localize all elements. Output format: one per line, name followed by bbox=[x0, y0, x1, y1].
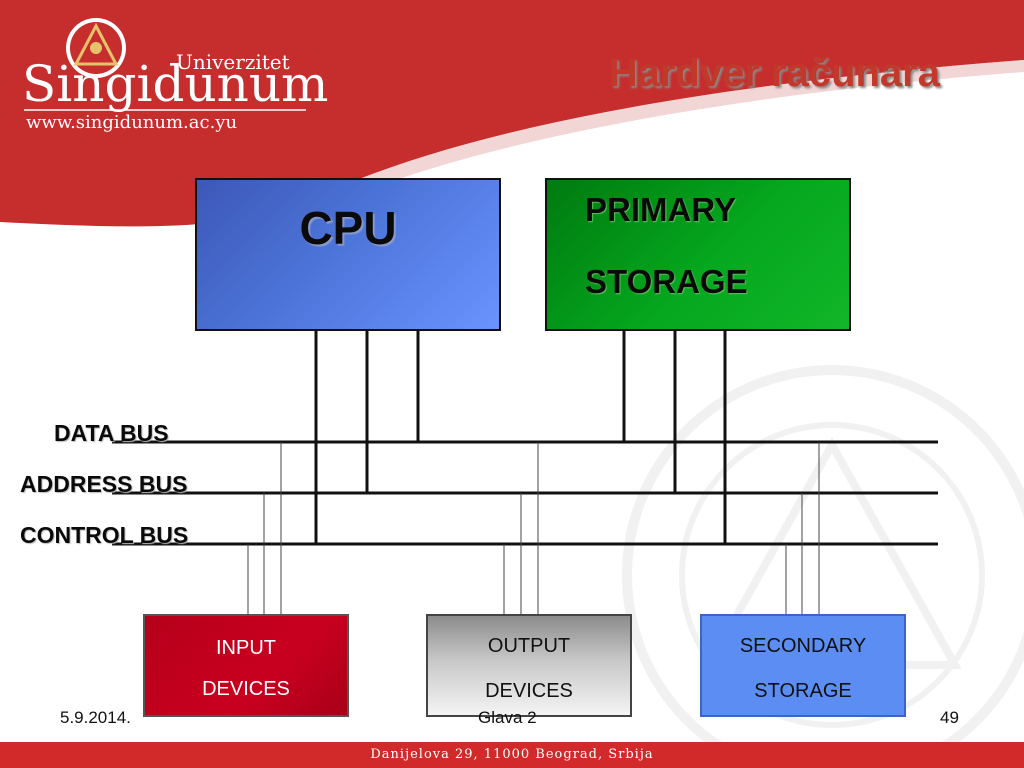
control-bus-label: CONTROL BUS bbox=[20, 522, 189, 548]
logo-university-text: Univerzitet bbox=[176, 50, 290, 74]
secondary-storage-box: SECONDARY STORAGE bbox=[700, 614, 906, 717]
cpu-box: CPU bbox=[195, 178, 501, 331]
primary-storage-label-line1: PRIMARY bbox=[585, 191, 736, 228]
primary-storage-label-line2: STORAGE bbox=[585, 263, 748, 300]
slide-title: Hardver računara bbox=[608, 51, 940, 95]
output-devices-label-line1: OUTPUT bbox=[487, 635, 571, 657]
secondary-storage-label-line1: SECONDARY bbox=[739, 635, 867, 657]
bottom-bar bbox=[0, 742, 1024, 768]
logo-url: www.singidunum.ac.yu bbox=[26, 112, 238, 133]
address-bus-label: ADDRESS BUS bbox=[20, 471, 188, 497]
logo-wordmark: Singidunum bbox=[22, 55, 329, 113]
cpu-label: CPU bbox=[299, 202, 397, 254]
primary-storage-box: PRIMARY STORAGE bbox=[545, 178, 851, 331]
input-devices-label-line2: DEVICES bbox=[202, 678, 290, 700]
input-devices-box: INPUT DEVICES bbox=[143, 614, 349, 717]
secondary-storage-label-line2: STORAGE bbox=[754, 680, 852, 702]
footer-date: 5.9.2014. bbox=[60, 708, 131, 727]
footer-address: Danijelova 29, 11000 Beograd, Srbija bbox=[370, 747, 654, 762]
logo-emblem-icon bbox=[66, 18, 126, 78]
footer-chapter: Glava 2 bbox=[478, 708, 537, 727]
data-bus-label: DATA BUS bbox=[54, 420, 169, 446]
output-devices-label-line2: DEVICES bbox=[485, 680, 573, 702]
footer-page-number: 49 bbox=[940, 708, 959, 727]
output-devices-box: OUTPUT DEVICES bbox=[426, 614, 632, 717]
input-devices-label-line1: INPUT bbox=[216, 637, 276, 659]
header-swoosh-highlight bbox=[300, 60, 1024, 210]
header-swoosh bbox=[0, 0, 1024, 227]
